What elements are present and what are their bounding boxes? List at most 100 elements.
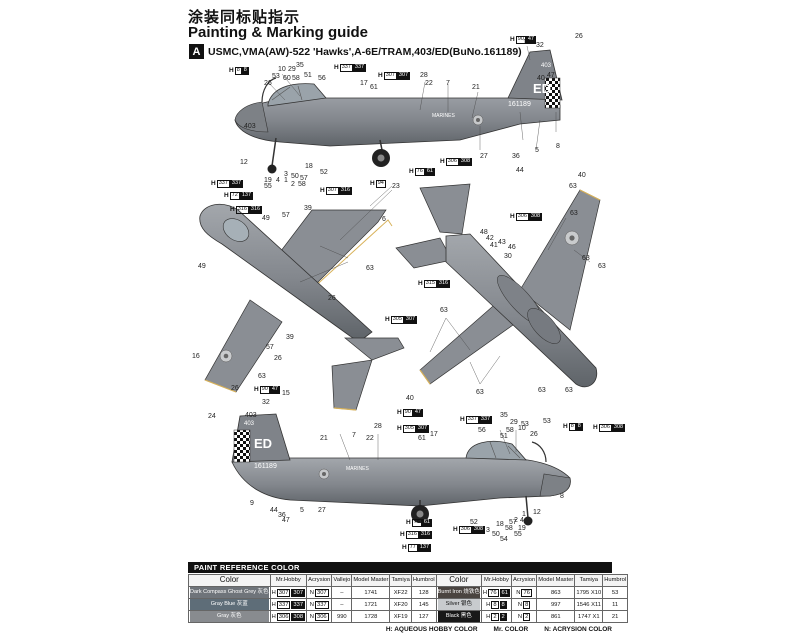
aqueous-code: 76 [488, 588, 499, 597]
acrysion-code: 8 [523, 600, 531, 609]
svg-text:40: 40 [537, 75, 545, 82]
svg-text:47: 47 [282, 517, 290, 524]
legend-acrysion: N: ACRYSION COLOR [544, 626, 612, 633]
svg-text:63: 63 [258, 373, 266, 380]
tamiya-cell: 1546 X11 [574, 598, 604, 611]
chip-prefix: H [397, 408, 402, 416]
svg-text:3: 3 [486, 527, 490, 534]
svg-text:18: 18 [496, 521, 504, 528]
scheme-badge: A [189, 44, 204, 59]
model-master-cell: 863 [536, 586, 576, 599]
chip-prefix: H [385, 315, 390, 323]
chip-mrcolor: 47 [269, 386, 280, 394]
chip-code: 305 [390, 316, 404, 324]
acrysion-code: 76 [521, 588, 532, 597]
svg-text:7: 7 [446, 80, 450, 87]
col-humbrol-2: Humbrol [602, 574, 629, 587]
svg-text:57: 57 [282, 212, 290, 219]
chip-code: 8 [234, 67, 242, 75]
svg-text:56: 56 [478, 427, 486, 434]
mrcolor-code: 308 [291, 612, 306, 621]
svg-text:8: 8 [556, 143, 560, 150]
svg-text:26: 26 [231, 385, 239, 392]
svg-text:61: 61 [418, 435, 426, 442]
chip-code: 305 [402, 425, 416, 433]
svg-text:49: 49 [262, 215, 270, 222]
bureau-left: 161189 [508, 101, 531, 108]
humbrol-cell: 53 [602, 586, 629, 599]
svg-text:58: 58 [298, 181, 306, 188]
chip-mrcolor: 308 [458, 158, 473, 166]
svg-text:7: 7 [352, 432, 356, 439]
svg-text:29: 29 [510, 419, 518, 426]
svg-text:403: 403 [245, 412, 257, 419]
svg-text:10: 10 [518, 425, 526, 432]
mrcolor-code: 307 [291, 588, 306, 597]
h-prefix: H [271, 601, 276, 608]
view-top [199, 203, 405, 411]
chip-prefix: H [397, 424, 402, 432]
chip-code: 337 [465, 416, 479, 424]
svg-text:4: 4 [276, 177, 280, 184]
svg-text:41: 41 [490, 242, 498, 249]
svg-text:35: 35 [500, 412, 508, 419]
svg-text:63: 63 [440, 307, 448, 314]
svg-text:57: 57 [266, 344, 274, 351]
svg-text:49: 49 [198, 263, 206, 270]
color-name: Gray Blue 灰蓝 [188, 598, 271, 611]
chip-code: 76 [411, 519, 422, 527]
chip-mrcolor: 8 [575, 423, 583, 431]
aqueous-code: 307 [276, 588, 291, 597]
svg-text:58: 58 [505, 525, 513, 532]
svg-text:53: 53 [272, 73, 280, 80]
chip-code: 306 [515, 213, 529, 221]
humbrol-cell: 21 [602, 610, 629, 623]
chip-prefix: H [378, 71, 383, 79]
col-color: Color [188, 574, 271, 587]
chip-code: 337 [216, 180, 230, 188]
h-prefix: H [482, 589, 488, 596]
svg-text:5: 5 [300, 507, 304, 514]
service-right: MARINES [346, 466, 369, 472]
aqueous-code: 337 [276, 600, 291, 609]
h-prefix: H [486, 601, 491, 608]
color-swatch: Dark Compass Ghost Grey 灰色 [190, 587, 269, 598]
legend-mrcolor: Mr. COLOR [493, 626, 529, 633]
col-color-2: Color [435, 574, 482, 587]
chip-code: 316 [235, 206, 249, 214]
svg-text:44: 44 [270, 507, 278, 514]
col-vallejo: Vallejo [331, 574, 353, 587]
svg-text:35: 35 [296, 62, 304, 69]
paint-table-title: PAINT REFERENCE COLOR [188, 562, 612, 573]
chip-prefix: H [334, 63, 339, 71]
svg-text:40: 40 [406, 395, 414, 402]
svg-text:26: 26 [264, 80, 272, 87]
vallejo-cell: – [331, 598, 353, 611]
svg-text:57: 57 [300, 175, 308, 182]
chip-code: 90 [515, 36, 526, 44]
svg-text:63: 63 [569, 183, 577, 190]
tail-code-left: ED [533, 81, 551, 96]
col-humbrol: Humbrol [410, 574, 437, 587]
acrysion-code: 2 [523, 612, 531, 621]
svg-text:63: 63 [366, 265, 374, 272]
paint-reference-table: Color Mr.Hobby Acrysion Vallejo Model Ma… [188, 574, 629, 623]
chip-code: 72 [229, 192, 240, 200]
model-master-cell: 861 [536, 610, 576, 623]
svg-text:17: 17 [360, 80, 368, 87]
chip-code: 337 [339, 64, 353, 72]
acrysion-code: 337 [314, 600, 329, 609]
